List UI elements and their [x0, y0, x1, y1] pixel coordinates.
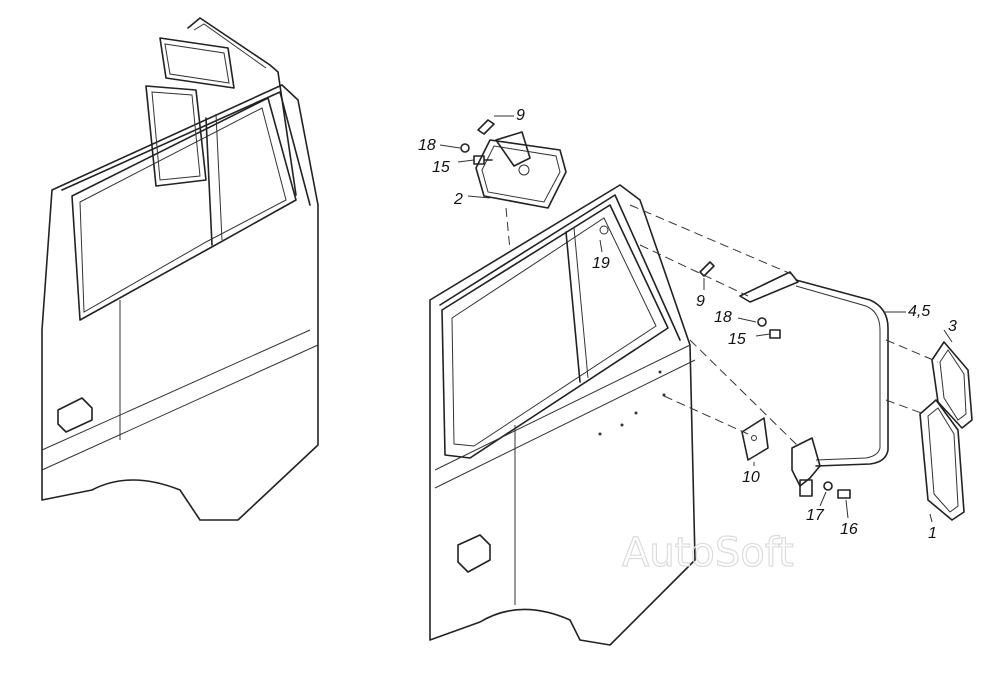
callout-15-top: 15: [432, 159, 450, 176]
callout-16: 16: [840, 521, 858, 538]
callout-18-top: 18: [418, 137, 436, 154]
leader-lines: [439, 115, 953, 523]
gasket-top: [477, 119, 495, 135]
exploded-door: [429, 184, 696, 646]
callout-10: 10: [742, 469, 760, 486]
bracket-plate: [741, 417, 769, 461]
bolt-15a: [473, 155, 493, 165]
mirror-arm: [739, 271, 889, 497]
washer-18a: [460, 143, 470, 153]
bolt-16: [837, 489, 851, 499]
callout-labels: 1 2 3 4,5 9 9 10 15 15 16 17 18 18 19: [418, 107, 957, 542]
washer-18b: [757, 317, 767, 327]
washer-17: [823, 481, 833, 491]
callout-1: 1: [928, 525, 937, 542]
mirror-small: [475, 131, 567, 251]
assembled-door: [41, 17, 319, 521]
callout-2: 2: [453, 191, 463, 208]
mirror-large: [919, 341, 973, 521]
callout-4-5: 4,5: [908, 303, 930, 320]
callout-9-top: 9: [516, 107, 525, 124]
callout-18-right: 18: [714, 309, 732, 326]
callout-17: 17: [806, 507, 825, 524]
gasket-right: [699, 261, 715, 277]
callout-15-right: 15: [728, 331, 746, 348]
callout-3: 3: [948, 318, 957, 335]
callout-9-right: 9: [696, 293, 705, 310]
assembly-dash-lines: [629, 204, 939, 449]
bolt-15b: [769, 329, 781, 339]
callout-19: 19: [592, 255, 610, 272]
watermark: AutoSoft: [622, 530, 794, 576]
